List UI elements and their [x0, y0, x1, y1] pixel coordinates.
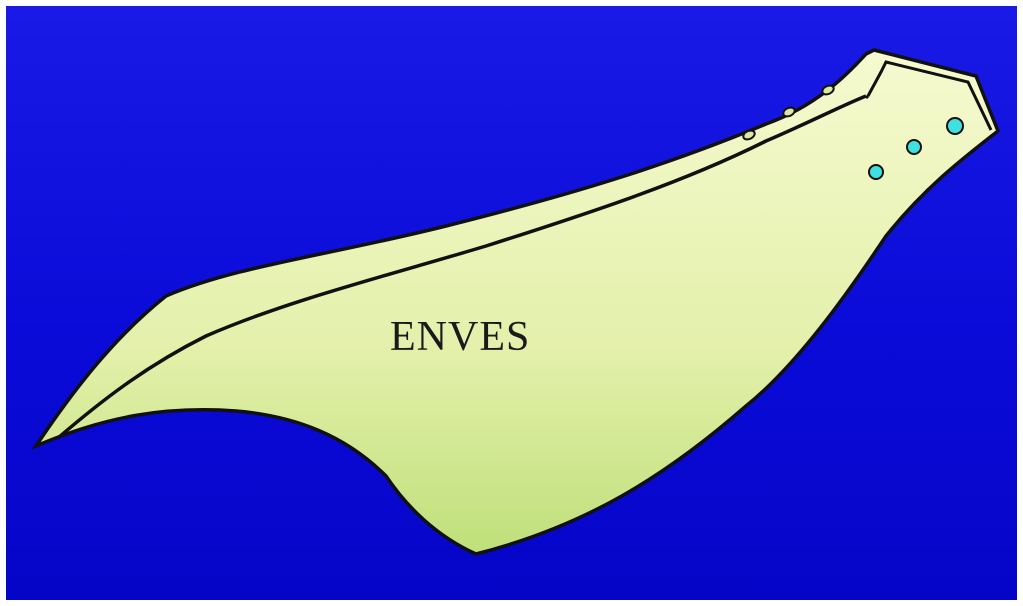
- oval-hole-2: [782, 106, 796, 118]
- oval-hole-1: [742, 129, 756, 141]
- blade-label: ENVES: [390, 314, 530, 360]
- bolt-hole-3: [946, 117, 964, 135]
- plow-blade-diagram: ENVES: [31, 48, 1001, 556]
- oval-hole-3: [821, 84, 835, 96]
- bolt-hole-1: [868, 164, 884, 180]
- blade-outline: [31, 48, 1001, 556]
- diagram-canvas: ENVES: [6, 6, 1017, 600]
- bolt-hole-2: [906, 139, 922, 155]
- crease-line: [56, 94, 867, 440]
- flange-outline: [866, 60, 993, 131]
